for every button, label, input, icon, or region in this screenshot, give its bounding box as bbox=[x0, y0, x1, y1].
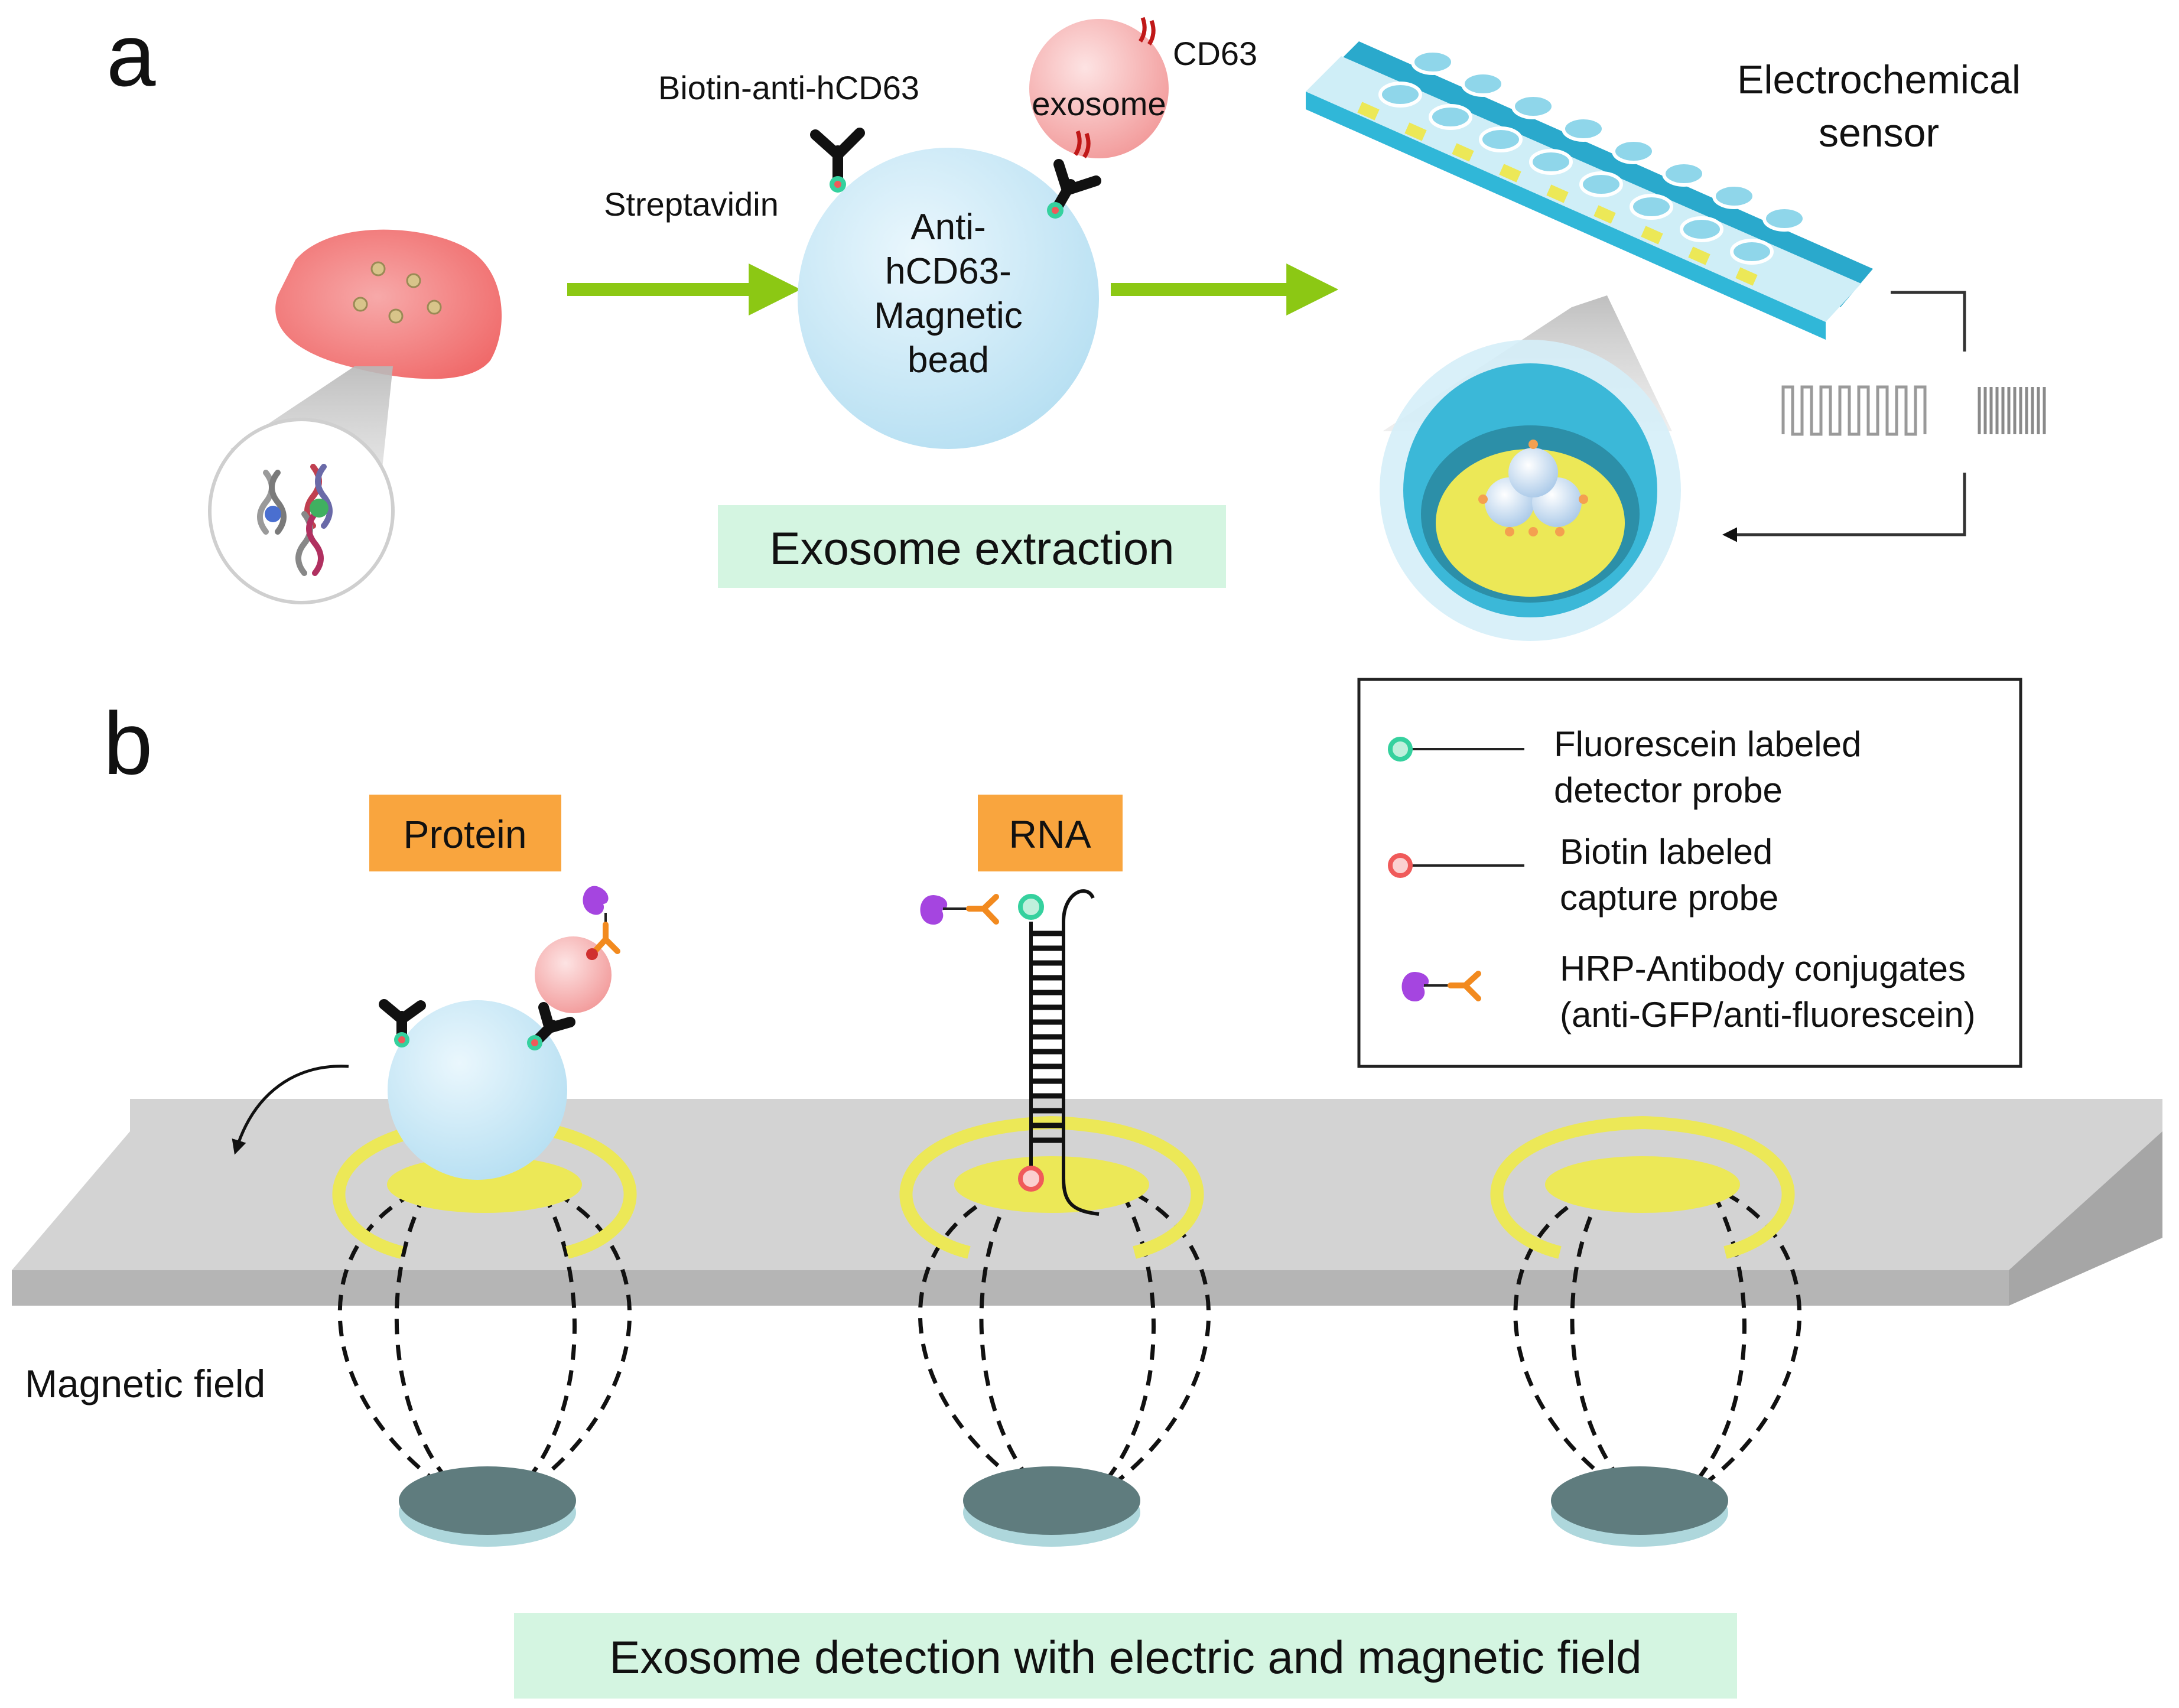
magnetic-field-lines bbox=[918, 1191, 1211, 1496]
legend-biotin-1: Biotin labeled bbox=[1560, 832, 1773, 871]
electrochemical-sensor-chip bbox=[1306, 41, 1873, 340]
magnet-disk bbox=[1551, 1466, 1728, 1547]
magnetic-bead bbox=[798, 148, 1099, 449]
caption-box-a bbox=[718, 505, 1226, 588]
streptavidin-label: Streptavidin bbox=[604, 186, 779, 223]
legend-fluorescein-1: Fluorescein labeled bbox=[1554, 724, 1861, 764]
hrp-antibody-icon bbox=[583, 886, 620, 960]
cd63-label: CD63 bbox=[1173, 35, 1257, 72]
hrp-antibody-icon bbox=[1401, 971, 1481, 1001]
sensor-well-zoom bbox=[1380, 340, 1681, 641]
hrp-antibody-icon bbox=[920, 894, 999, 925]
protein-tag-label: Protein bbox=[403, 812, 526, 856]
panel-b-label: b bbox=[103, 694, 152, 793]
electrode bbox=[1490, 1115, 1795, 1259]
electrode bbox=[899, 1115, 1204, 1259]
bead-label-2: hCD63- bbox=[885, 251, 1012, 292]
sensor-label-1: Electrochemical bbox=[1737, 57, 2021, 102]
bead-label-4: bead bbox=[908, 340, 989, 380]
legend-box bbox=[1357, 678, 2022, 1068]
tissue-sample-icon bbox=[275, 229, 502, 379]
legend-fluorescein-2: detector probe bbox=[1554, 770, 1783, 810]
exosome-icon bbox=[1029, 19, 1169, 158]
exosome-detection-caption: Exosome detection with electric and magn… bbox=[609, 1631, 1641, 1683]
antibody-icon bbox=[527, 1002, 575, 1050]
signal-waveform-dense bbox=[1978, 387, 2046, 434]
protein-tag bbox=[369, 795, 561, 871]
rna-tag-label: RNA bbox=[1009, 812, 1091, 856]
caption-box-b bbox=[514, 1613, 1737, 1699]
magnet-disk bbox=[399, 1466, 576, 1547]
magnetic-field-label: Magnetic field bbox=[25, 1362, 265, 1406]
antibody-icon bbox=[379, 999, 426, 1047]
bead-label-1: Anti- bbox=[910, 207, 986, 248]
rna-hairpin-probe bbox=[1018, 889, 1100, 1216]
panel-a-label: a bbox=[106, 5, 156, 105]
bead-label-3: Magnetic bbox=[874, 295, 1023, 336]
exosome-label: exosome bbox=[1032, 85, 1166, 122]
antibody-icon bbox=[1047, 159, 1101, 219]
magnet-disk bbox=[963, 1466, 1140, 1547]
rna-tag bbox=[978, 795, 1123, 871]
magnetic-field-lines bbox=[337, 1191, 632, 1496]
rotation-arrow bbox=[232, 1065, 349, 1155]
magnetic-bead bbox=[388, 1000, 567, 1180]
legend-hrp-2: (anti-GFP/anti-fluorescein) bbox=[1560, 995, 1976, 1034]
magnetic-field-lines bbox=[1513, 1191, 1801, 1496]
legend-biotin-2: capture probe bbox=[1560, 878, 1778, 918]
exosome-extraction-caption: Exosome extraction bbox=[770, 522, 1175, 574]
signal-wire bbox=[1891, 291, 1966, 352]
biotin-probe-icon bbox=[1388, 853, 1524, 878]
legend-hrp-1: HRP-Antibody conjugates bbox=[1560, 949, 1966, 988]
cd63-marker-icon bbox=[1074, 17, 1156, 158]
signal-return-arrow bbox=[1722, 473, 1966, 542]
antibody-icon bbox=[810, 128, 865, 193]
signal-waveform bbox=[1781, 385, 1927, 436]
biotin-antibody-label: Biotin-anti-hCD63 bbox=[658, 69, 919, 106]
fluorescein-probe-icon bbox=[1388, 737, 1524, 762]
dna-zoom-icon bbox=[208, 418, 395, 604]
sensor-label-2: sensor bbox=[1819, 110, 1939, 155]
